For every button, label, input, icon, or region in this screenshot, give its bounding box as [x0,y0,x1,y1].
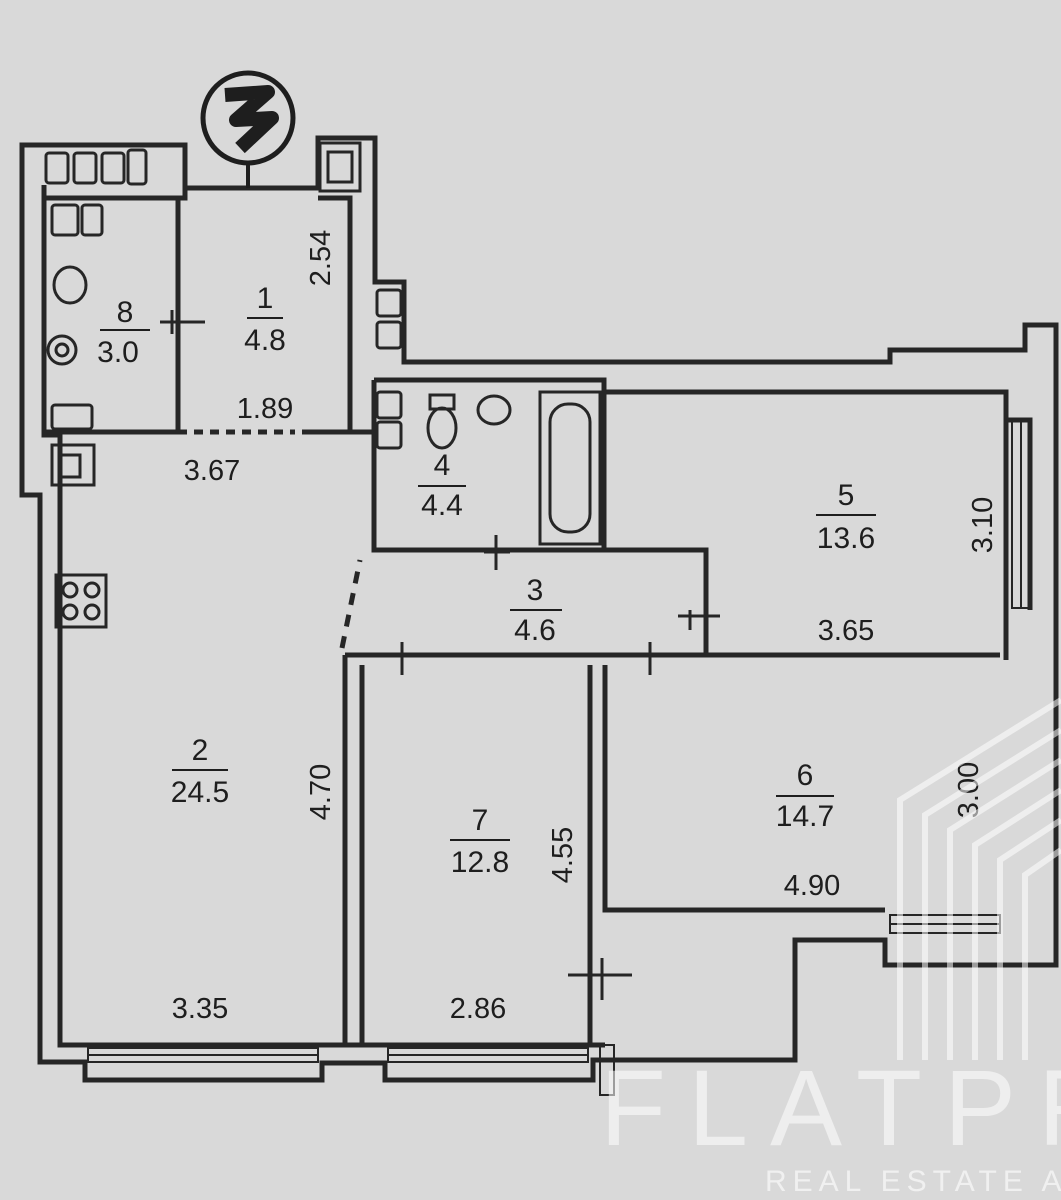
north-arrow-icon [200,70,296,188]
room-1: 1 4.8 [244,282,286,357]
flatpro-logo-icon [897,697,1061,1060]
dimension-label: 2.54 [305,230,337,286]
room-number: 4 [434,449,451,482]
room-8: 8 3.0 [97,296,150,369]
dimension-label: 2.86 [450,993,506,1025]
dimensions: 2.54 1.89 3.67 3.10 3.65 4.70 4.55 3.00 … [172,230,999,1025]
windows [87,419,1031,1096]
room-number: 8 [117,296,134,329]
room-number: 2 [192,734,209,767]
room-4: 4 4.4 [418,449,466,522]
dimension-label: 4.90 [784,870,840,902]
room-area: 3.0 [97,336,139,369]
room-7: 7 12.8 [450,804,510,879]
dimension-label: 3.65 [818,615,874,647]
room-area: 12.8 [451,846,509,879]
walls [19,135,1059,1083]
room-number: 5 [838,479,855,512]
room-number: 6 [797,759,814,792]
room-3: 3 4.6 [510,574,562,647]
room-area: 4.8 [244,324,286,357]
room-5: 5 13.6 [816,479,876,555]
room-area: 4.4 [421,489,463,522]
room-area: 14.7 [776,800,834,833]
dimension-label: 4.70 [305,764,337,820]
room-area: 24.5 [171,776,229,809]
door-markers [160,310,720,1000]
room-area: 13.6 [817,522,875,555]
room-2: 2 24.5 [171,734,229,809]
room-labels: 1 4.8 2 24.5 3 4.6 4 4.4 5 13.6 6 14.7 [97,282,876,879]
dimension-label: 3.10 [967,497,999,553]
dimension-label: 4.55 [547,827,579,883]
room-number: 1 [257,282,274,315]
dimension-label: 3.35 [172,993,228,1025]
room-number: 7 [472,804,489,837]
fixtures [44,141,602,629]
dimension-label: 1.89 [237,393,293,425]
room-number: 3 [527,574,544,607]
dimension-label: 3.67 [184,455,240,487]
room-area: 4.6 [514,614,556,647]
room-6: 6 14.7 [776,759,834,833]
